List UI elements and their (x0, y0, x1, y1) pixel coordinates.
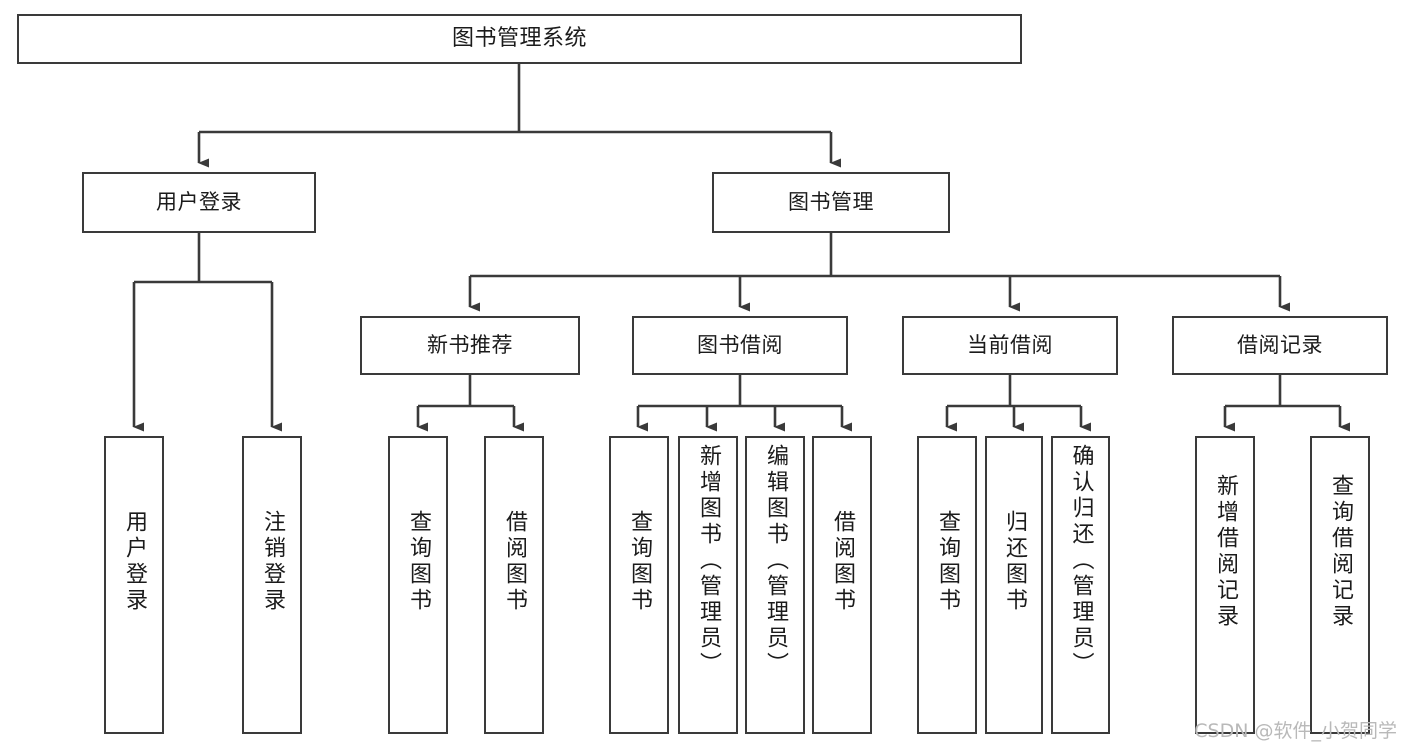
node-leaf-borrow-book-1-label: 借阅图书 (502, 510, 527, 614)
node-root-label: 图书管理系统 (451, 26, 587, 52)
node-leaf-return-book-label: 归还图书 (1002, 510, 1027, 614)
node-leaf-query-book-3-label: 查询图书 (935, 510, 960, 614)
node-leaf-query-record-label: 查询借阅记录 (1328, 474, 1353, 630)
node-leaf-query-book-2[interactable]: 查询图书 (609, 436, 669, 734)
node-leaf-logout-login-label: 注销登录 (260, 510, 285, 614)
node-leaf-user-login-label: 用户登录 (122, 510, 147, 614)
node-leaf-query-record[interactable]: 查询借阅记录 (1310, 436, 1370, 734)
node-leaf-borrow-book-2-label: 借阅图书 (830, 510, 855, 614)
node-new-book-rec[interactable]: 新书推荐 (360, 316, 580, 375)
watermark-text: CSDN @软件_小贺同学 (1194, 720, 1397, 742)
node-leaf-logout-login[interactable]: 注销登录 (242, 436, 302, 734)
node-root[interactable]: 图书管理系统 (17, 14, 1022, 64)
node-leaf-confirm-return[interactable]: 确认归还（管理员） (1051, 436, 1110, 734)
node-new-book-rec-label: 新书推荐 (427, 333, 513, 358)
node-leaf-query-book-1[interactable]: 查询图书 (388, 436, 448, 734)
node-leaf-confirm-return-label: 确认归还（管理员） (1068, 444, 1094, 678)
node-borrow-record[interactable]: 借阅记录 (1172, 316, 1388, 375)
node-current-borrow-label: 当前借阅 (967, 333, 1053, 358)
node-leaf-add-record[interactable]: 新增借阅记录 (1195, 436, 1255, 734)
node-leaf-borrow-book-1[interactable]: 借阅图书 (484, 436, 544, 734)
node-current-borrow[interactable]: 当前借阅 (902, 316, 1118, 375)
node-leaf-borrow-book-2[interactable]: 借阅图书 (812, 436, 872, 734)
node-leaf-query-book-3[interactable]: 查询图书 (917, 436, 977, 734)
node-leaf-add-book[interactable]: 新增图书（管理员） (678, 436, 738, 734)
node-user-login[interactable]: 用户登录 (82, 172, 316, 233)
node-leaf-user-login[interactable]: 用户登录 (104, 436, 164, 734)
node-borrow-record-label: 借阅记录 (1237, 333, 1323, 358)
node-user-login-label: 用户登录 (156, 190, 242, 215)
node-leaf-query-book-2-label: 查询图书 (627, 510, 652, 614)
node-leaf-add-book-label: 新增图书（管理员） (696, 444, 721, 678)
node-book-manage[interactable]: 图书管理 (712, 172, 950, 233)
node-leaf-edit-book-label: 编辑图书（管理员） (763, 444, 788, 678)
node-book-manage-label: 图书管理 (788, 190, 874, 215)
node-leaf-query-book-1-label: 查询图书 (406, 510, 431, 614)
node-leaf-return-book[interactable]: 归还图书 (985, 436, 1043, 734)
node-book-borrow[interactable]: 图书借阅 (632, 316, 848, 375)
node-book-borrow-label: 图书借阅 (697, 333, 783, 358)
node-leaf-add-record-label: 新增借阅记录 (1213, 474, 1238, 630)
node-leaf-edit-book[interactable]: 编辑图书（管理员） (745, 436, 805, 734)
